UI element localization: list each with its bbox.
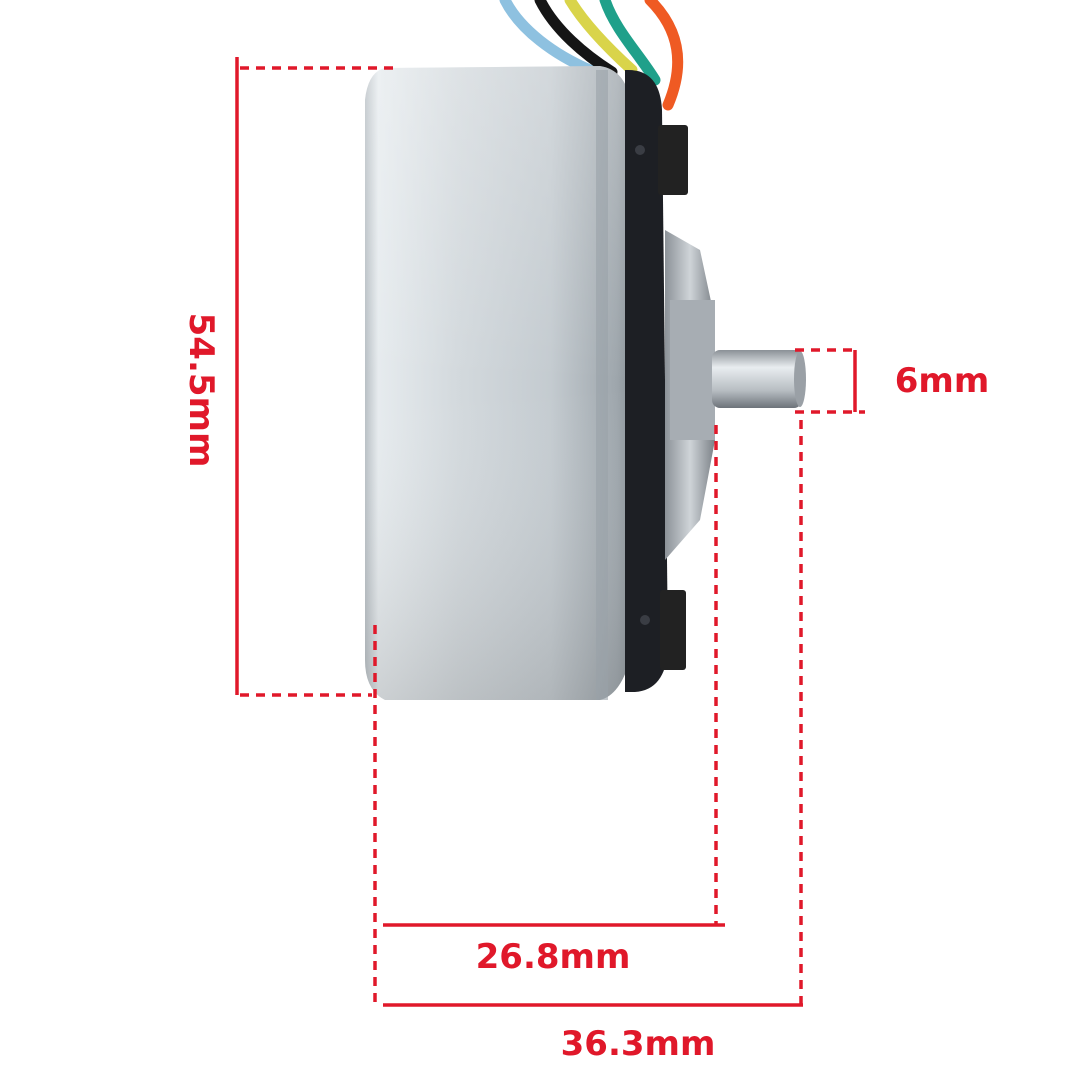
pcb-board xyxy=(625,70,688,692)
motor-body xyxy=(365,66,630,700)
motor-hub xyxy=(665,230,715,560)
motor-wires xyxy=(499,0,684,111)
total-length-dimension-label: 36.3mm xyxy=(561,1024,716,1064)
shaft-dimension-label: 6mm xyxy=(895,361,990,401)
height-dimension-label: 54.5mm xyxy=(181,313,221,468)
motor-shaft xyxy=(712,350,806,408)
dimension-lines xyxy=(235,57,865,1007)
body-length-dimension-label: 26.8mm xyxy=(476,937,631,977)
